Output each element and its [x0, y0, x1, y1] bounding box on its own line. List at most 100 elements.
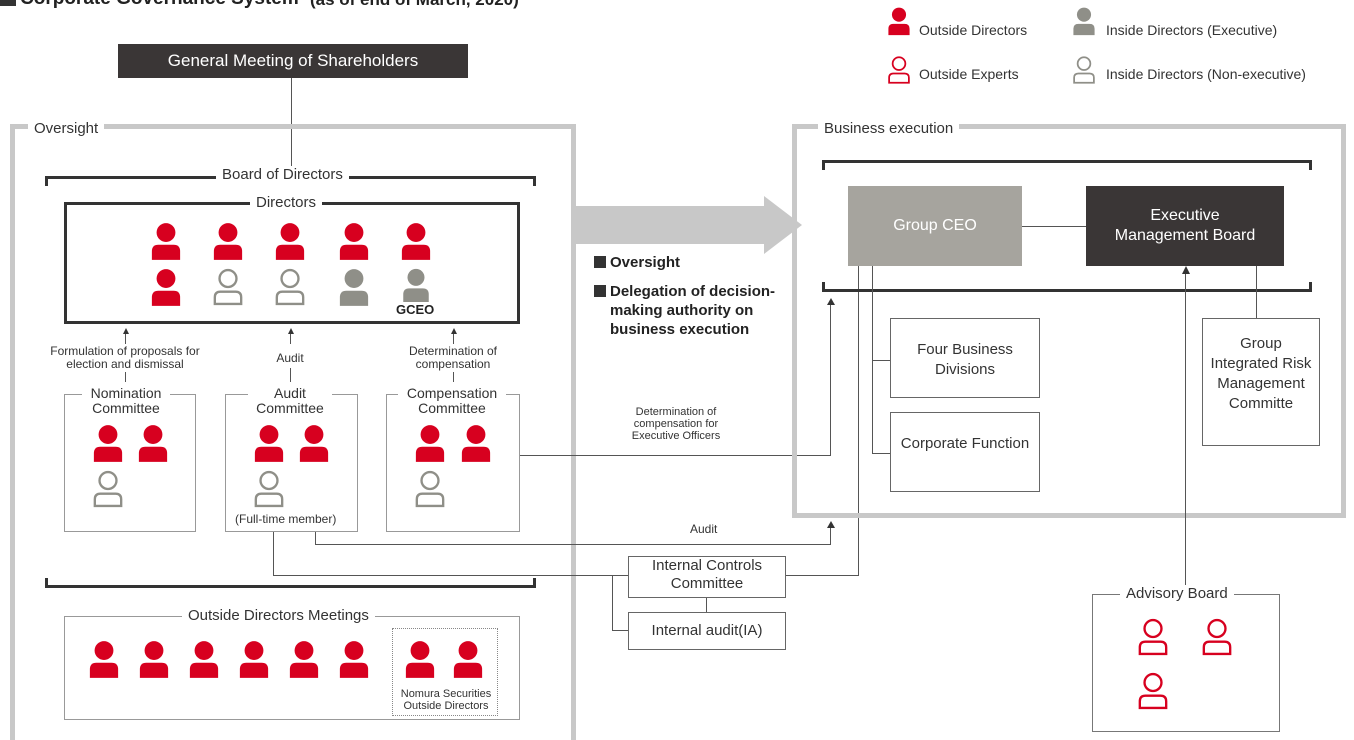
legend-outside-directors: Outside Directors — [919, 22, 1028, 38]
compensation-committee-label: Compensation Committee — [398, 386, 506, 416]
outside-director-icon — [288, 640, 320, 678]
to-corporate-line — [872, 453, 890, 454]
oversight-note: Oversight — [594, 254, 680, 271]
legend-outside-experts: Outside Experts — [919, 66, 1019, 82]
corporate-function-box — [890, 412, 1040, 492]
legend-inside-exec: Inside Directors (Executive) — [1106, 22, 1278, 38]
outside-director-icon — [404, 640, 436, 678]
nomination-note: Formulation of proposals for election an… — [50, 344, 200, 371]
icc-left-drop — [612, 575, 613, 630]
nomination-arrow-line — [125, 334, 126, 344]
advisory-board-label: Advisory Board — [1120, 585, 1234, 602]
outside-director-icon — [338, 222, 370, 260]
arrow-up-icon — [827, 298, 835, 305]
page-title: Corporate Governance System — [0, 0, 299, 10]
audit-committee-label: Audit Committee — [248, 386, 332, 416]
outside-director-icon — [92, 424, 124, 462]
business-execution-label: Business execution — [818, 120, 960, 137]
audit-arrow-line — [290, 334, 291, 344]
title-date: (as of end of March, 2020) — [310, 0, 519, 10]
to-divisions-line — [872, 360, 890, 361]
outside-director-icon — [188, 640, 220, 678]
inside-director-executive-icon — [1072, 6, 1096, 36]
meetings-bracket — [45, 578, 536, 588]
outside-expert-icon — [1201, 618, 1233, 656]
delegation-note: Delegation of decision-making authority … — [594, 282, 794, 339]
oversight-note-text: Oversight — [610, 254, 681, 271]
outside-expert-icon — [1137, 672, 1169, 710]
title-text: Corporate Governance System — [20, 0, 299, 9]
compensation-tick — [453, 372, 454, 382]
arrow-up-icon — [827, 521, 835, 528]
audit-note: Audit — [276, 351, 304, 365]
outside-director-icon — [88, 640, 120, 678]
audit-tick — [290, 368, 291, 382]
four-divisions-label: Four Business Divisions — [917, 341, 1013, 378]
audit-line-h — [315, 544, 831, 545]
directors-label: Directors — [250, 194, 323, 211]
exec-bracket-bottom — [822, 282, 1312, 292]
audit-line-v — [315, 532, 316, 544]
outside-director-icon — [238, 640, 270, 678]
outside-director-icon — [298, 424, 330, 462]
outside-director-icon — [400, 222, 432, 260]
gceo-label: GCEO — [396, 302, 435, 317]
outside-expert-icon — [887, 55, 911, 85]
outside-director-icon — [460, 424, 492, 462]
icc-left-to-ia — [612, 630, 628, 631]
audit-line-up — [830, 528, 831, 544]
arrow-up-icon — [1182, 266, 1190, 274]
audit-to-icc-h — [273, 575, 628, 576]
corporate-function-label: Corporate Function — [900, 435, 1030, 452]
compensation-note: Determination of compensation — [408, 344, 498, 371]
outside-director-icon — [274, 222, 306, 260]
internal-controls-label: Internal Controls Committee — [651, 557, 763, 592]
nomination-tick — [125, 372, 126, 382]
outside-director-icon — [887, 6, 911, 36]
emb-to-girm-line — [1256, 266, 1257, 319]
inside-director-nonexecutive-icon — [414, 470, 446, 508]
delegation-note-text: Delegation of decision-making authority … — [610, 283, 776, 338]
compensation-arrow-line — [453, 334, 454, 344]
oversight-frame — [10, 124, 576, 740]
square-bullet — [594, 256, 606, 268]
title-square — [0, 0, 16, 6]
ceo-emb-line — [1022, 226, 1086, 227]
big-arrow-body — [576, 206, 766, 244]
outside-director-icon — [338, 640, 370, 678]
outside-director-icon — [212, 222, 244, 260]
inside-director-nonexecutive-icon — [1072, 55, 1096, 85]
girm-label: Group Integrated Risk Management Committ… — [1210, 335, 1312, 412]
audit-middle-label: Audit — [690, 522, 718, 536]
nomination-committee-label: Nomination Committee — [82, 386, 170, 416]
arrow-up-icon — [123, 328, 129, 334]
outside-director-icon — [452, 640, 484, 678]
outside-director-icon — [414, 424, 446, 462]
icc-to-ceo-v — [858, 264, 859, 576]
inside-director-nonexecutive-icon — [92, 470, 124, 508]
exec-bracket-top — [822, 160, 1312, 170]
inside-director-nonexecutive-icon — [274, 268, 306, 306]
audit-to-icc-v — [273, 532, 274, 575]
four-divisions-box — [890, 318, 1040, 398]
legend-inside-nonexec: Inside Directors (Non-executive) — [1106, 66, 1306, 82]
girm-box — [1202, 318, 1320, 446]
inside-director-executive-icon — [400, 268, 432, 302]
internal-audit-label: Internal audit(IA) — [651, 622, 763, 639]
icc-to-ceo-h — [786, 575, 858, 576]
outside-director-icon — [137, 424, 169, 462]
comp-to-business-line — [520, 455, 831, 456]
det-comp-note: Determination of compensation for Execut… — [631, 406, 721, 442]
inside-director-nonexecutive-icon — [212, 268, 244, 306]
square-bullet — [594, 285, 606, 297]
nomura-box — [392, 628, 498, 716]
outside-director-icon — [150, 268, 182, 306]
outside-director-icon — [138, 640, 170, 678]
inside-director-nonexecutive-icon — [253, 470, 285, 508]
business-execution-frame — [792, 124, 1346, 518]
emb-box: Executive Management Board — [1086, 186, 1284, 266]
outside-expert-icon — [1137, 618, 1169, 656]
advisory-line — [1185, 274, 1186, 594]
arrow-up-icon — [288, 328, 294, 334]
oversight-label: Oversight — [28, 120, 105, 137]
